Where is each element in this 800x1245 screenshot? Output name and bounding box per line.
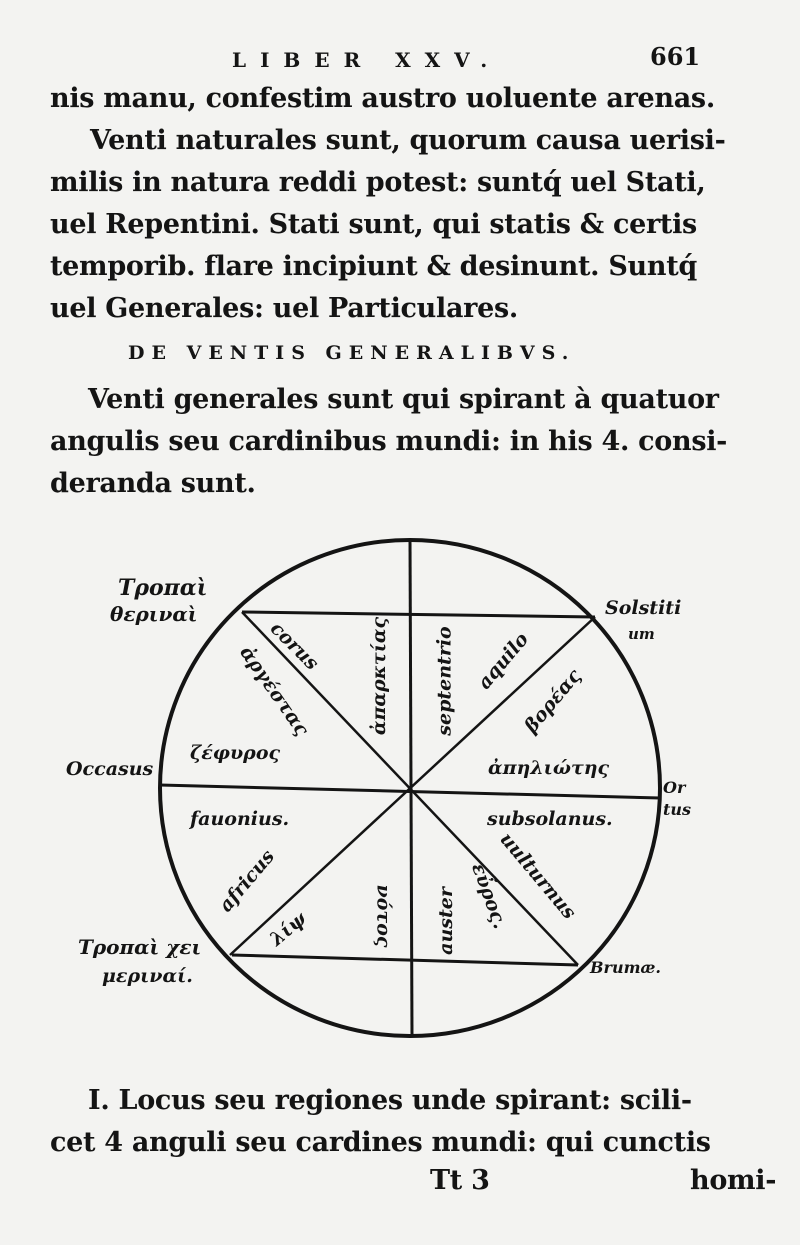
label-top-right: um [628, 625, 655, 643]
text-line: uel Repentini. Stati sunt, qui statis & … [50, 209, 697, 240]
text-line: temporib. flare incipiunt & desinunt. Su… [50, 251, 697, 282]
label-notos: νότος [372, 884, 395, 948]
text-line: angulis seu cardinibus mundi: in his 4. … [50, 426, 728, 457]
label-zephyros: ζέφυρος [190, 742, 281, 764]
text-line: I. Locus seu regiones unde spirant: scil… [88, 1085, 692, 1116]
label-bruma: Brumæ. [590, 958, 661, 977]
text-line: cet 4 anguli seu cardines mundi: qui cun… [50, 1127, 711, 1158]
summer-tropic-chord [241, 610, 596, 619]
label-top-right: Solstiti [605, 597, 682, 619]
label-fauonius: fauonius. [190, 808, 290, 830]
running-title: LIBER XXV. [232, 48, 502, 72]
label-aparctias: ἀπαρκτίας [368, 616, 391, 736]
section-heading: DE VENTIS GENERALIBVS. [128, 342, 576, 364]
label-apeliotes: ἀπηλιώτης [488, 757, 610, 779]
text-line: nis manu, confestim austro uoluente aren… [50, 83, 715, 114]
label-ortus: Or [663, 778, 686, 797]
label-top-left: θεριναὶ [110, 602, 198, 626]
label-subsolanus: subsolanus. [487, 808, 613, 830]
label-bottom-left: Τροπαὶ χει [78, 935, 202, 959]
label-occasus: Occasus [66, 758, 154, 780]
page-number: 661 [650, 42, 701, 71]
winter-tropic-chord [231, 953, 579, 967]
text-line: Venti generales sunt qui spirant à quatu… [88, 384, 719, 415]
text-line: milis in natura reddi potest: suntq́ uel… [50, 167, 706, 198]
horizon-line [159, 783, 661, 800]
text-line: uel Generales: uel Particulares. [50, 293, 518, 324]
diagonal-line [229, 616, 596, 956]
label-bottom-left: μεριναί. [102, 965, 193, 987]
text-line: deranda sunt. [50, 468, 256, 499]
catchword: homi- [690, 1165, 777, 1196]
label-septentrio: septentrio [433, 626, 456, 736]
label-ortus: tus [663, 800, 692, 819]
label-top-left: Τροπαὶ [118, 575, 208, 601]
label-auster: auster [434, 887, 457, 955]
text-line: Venti naturales sunt, quorum causa ueris… [90, 125, 726, 156]
signature-mark: Tt 3 [430, 1165, 490, 1196]
